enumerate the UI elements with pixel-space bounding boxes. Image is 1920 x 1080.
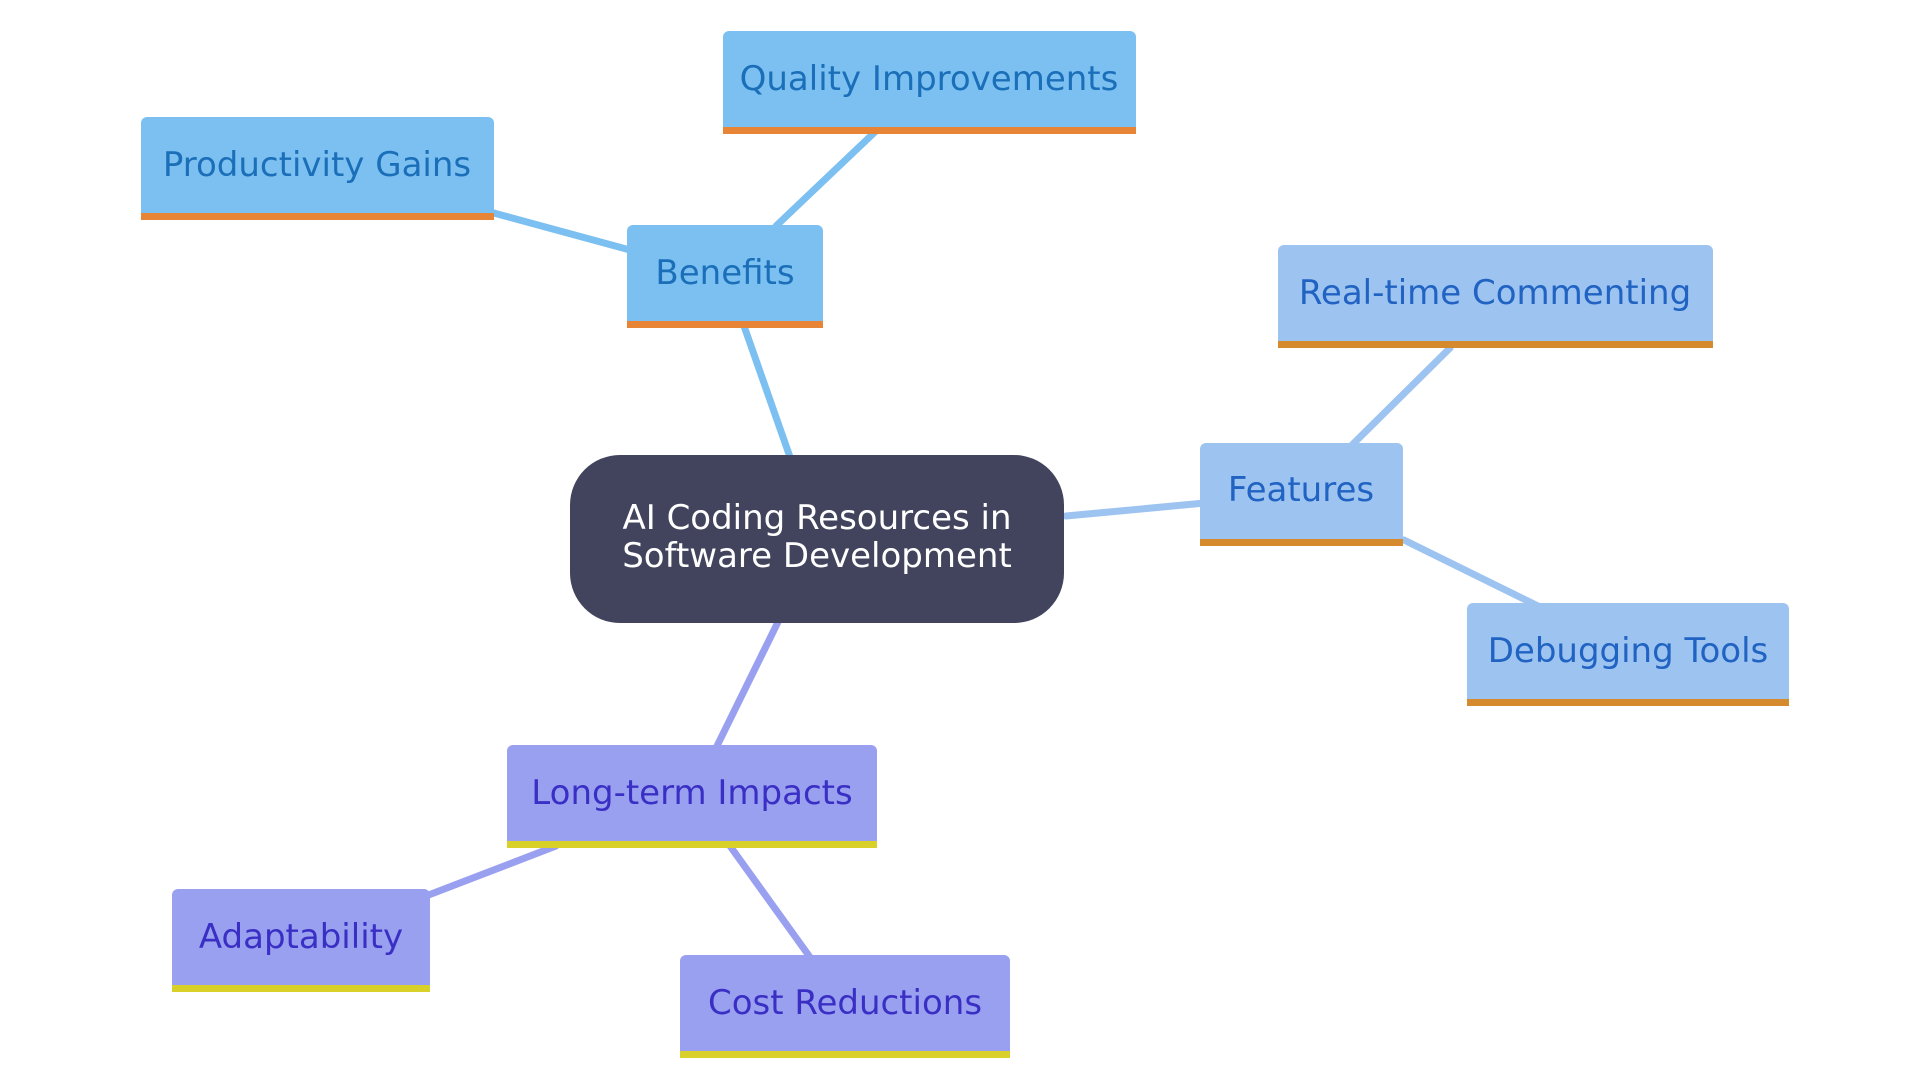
- long-term-impacts-underline: [507, 841, 877, 848]
- root-node: AI Coding Resources in Software Developm…: [570, 455, 1064, 623]
- benefits-node: Benefits: [627, 225, 823, 328]
- edge-root-features: [1062, 499, 1209, 520]
- quality-improvements-underline: [723, 127, 1136, 134]
- realtime-commenting-box: [1278, 245, 1713, 347]
- edge-root-impacts: [712, 618, 782, 752]
- cost-reductions-label: Cost Reductions: [708, 983, 982, 1023]
- root-node-box: [570, 455, 1064, 623]
- quality-improvements-label: Quality Improvements: [740, 59, 1119, 99]
- realtime-commenting-underline: [1278, 341, 1713, 348]
- benefits-node-underline: [627, 321, 823, 328]
- adaptability-underline: [172, 985, 430, 992]
- adaptability-label: Adaptability: [199, 917, 403, 957]
- quality-improvements-node: Quality Improvements: [723, 31, 1136, 134]
- debugging-tools-label: Debugging Tools: [1488, 631, 1769, 671]
- edge-impacts-cost: [726, 842, 816, 964]
- edge-benefits-productivity: [486, 208, 634, 254]
- features-node-underline: [1200, 539, 1403, 546]
- productivity-gains-box: [141, 117, 494, 219]
- adaptability-box: [172, 889, 430, 991]
- benefits-label: Benefits: [655, 253, 794, 293]
- debugging-tools-box: [1467, 603, 1789, 705]
- debugging-tools-underline: [1467, 699, 1789, 706]
- long-term-impacts-label: Long-term Impacts: [531, 773, 852, 813]
- cost-reductions-node: Cost Reductions: [680, 955, 1010, 1058]
- edge-impacts-adaptability: [422, 842, 560, 900]
- productivity-gains-underline: [141, 213, 494, 220]
- connectors: [422, 126, 1542, 964]
- root-label-line1: AI Coding Resources in: [622, 498, 1011, 538]
- adaptability-node: Adaptability: [172, 889, 430, 992]
- edge-features-realtime: [1348, 344, 1454, 449]
- cost-reductions-underline: [680, 1051, 1010, 1058]
- root-label-line2: Software Development: [622, 536, 1012, 576]
- productivity-gains-label: Productivity Gains: [163, 145, 471, 185]
- features-node-box: [1200, 443, 1403, 545]
- edge-features-debugging: [1400, 536, 1542, 610]
- debugging-tools-node: Debugging Tools: [1467, 603, 1789, 706]
- long-term-impacts-node: Long-term Impacts: [507, 745, 877, 848]
- long-term-impacts-box: [507, 745, 877, 847]
- quality-improvements-box: [723, 31, 1136, 133]
- features-node: Features: [1200, 443, 1403, 546]
- edge-benefits-quality: [772, 126, 881, 230]
- edge-root-benefits: [740, 322, 794, 461]
- realtime-commenting-label: Real-time Commenting: [1299, 273, 1691, 313]
- features-label: Features: [1228, 470, 1374, 510]
- realtime-commenting-node: Real-time Commenting: [1278, 245, 1713, 348]
- productivity-gains-node: Productivity Gains: [141, 117, 494, 220]
- cost-reductions-box: [680, 955, 1010, 1057]
- benefits-node-box: [627, 225, 823, 327]
